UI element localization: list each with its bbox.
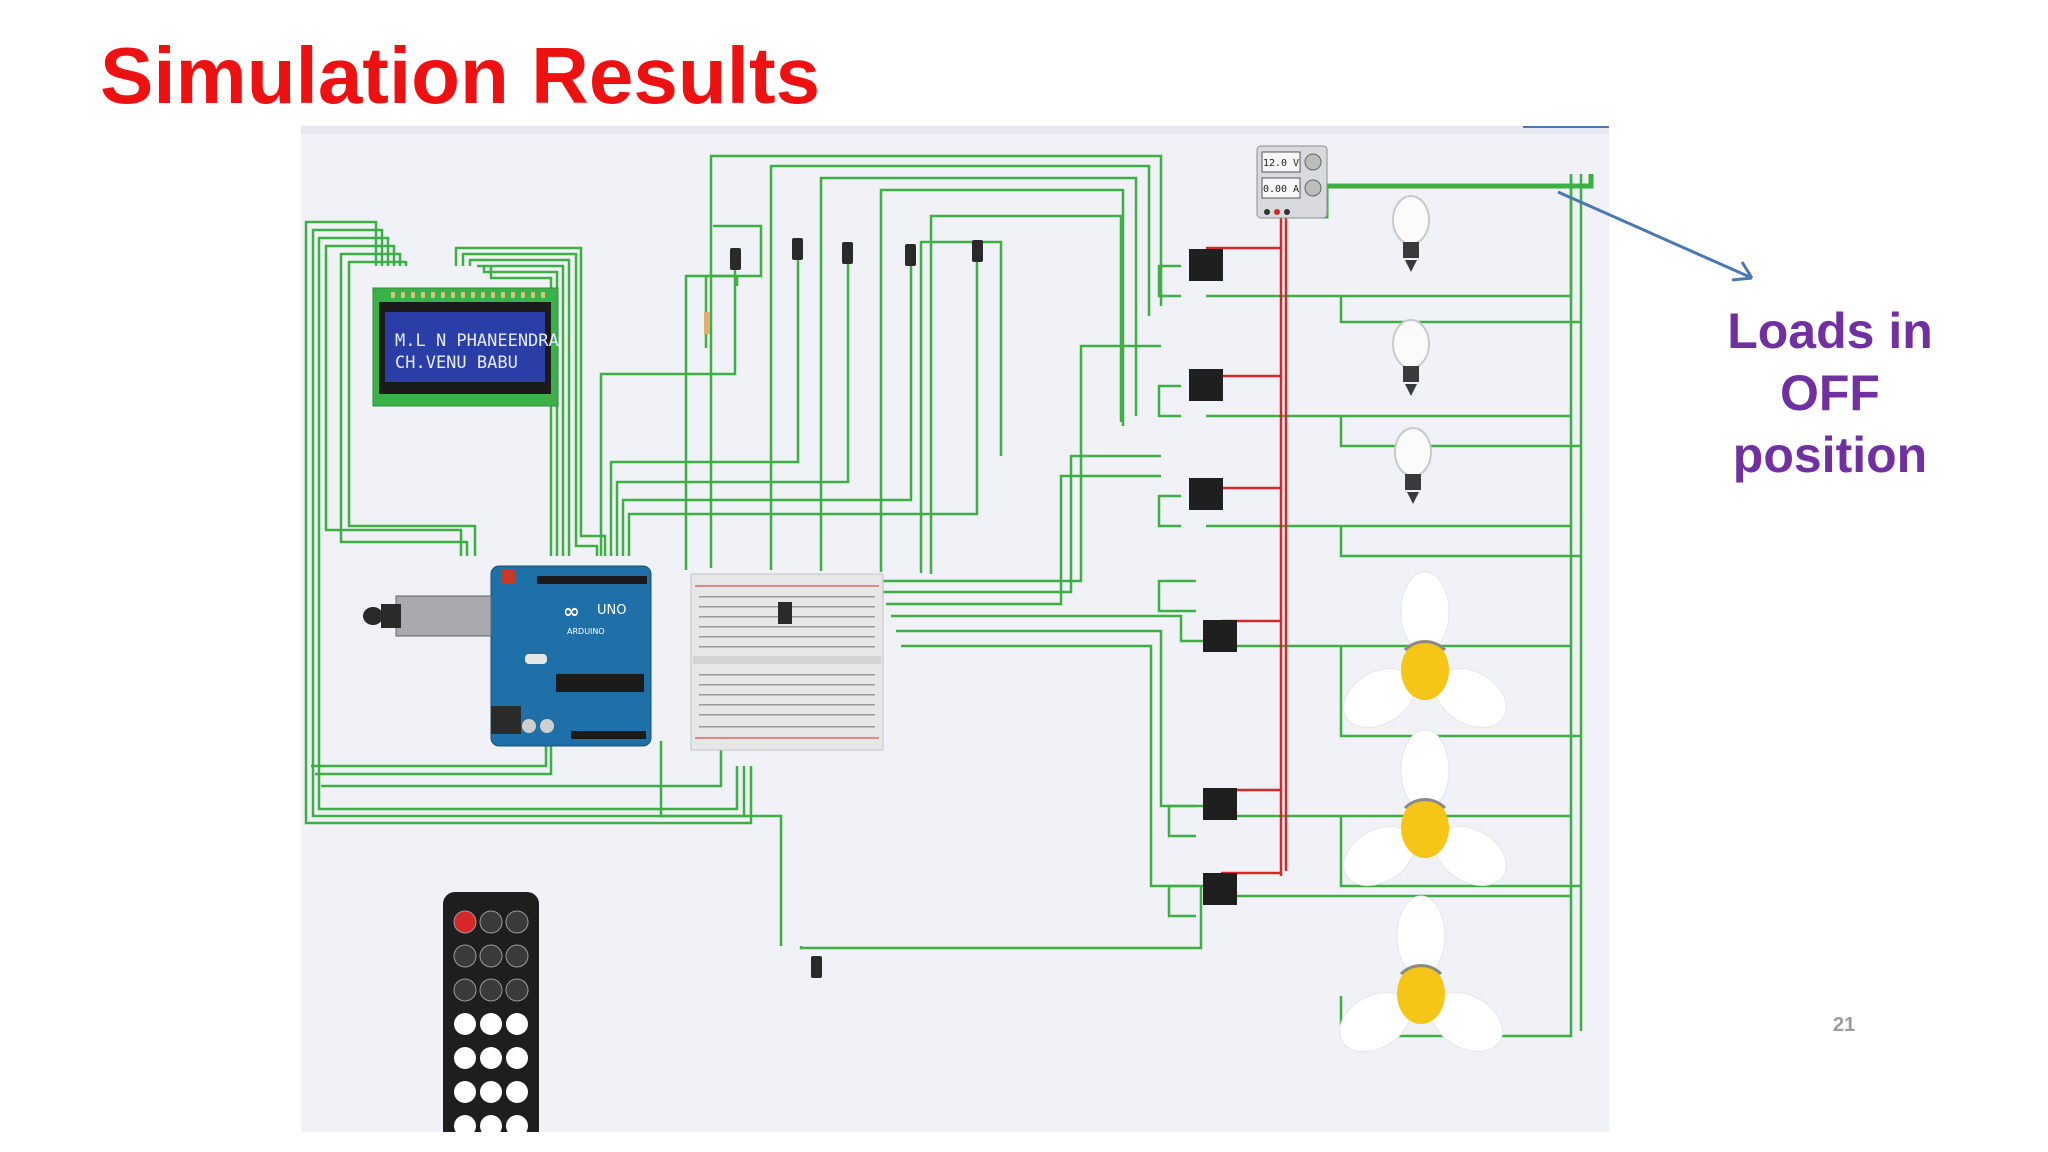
- relay-3: [1189, 478, 1223, 510]
- relay-2: [1189, 369, 1223, 401]
- lcd-line-1: M.L N PHANEENDRA: [395, 331, 559, 351]
- fan-icon-1: [1343, 571, 1507, 728]
- annotation-line-1: Loads in: [1727, 303, 1933, 359]
- circuit-diagram: 12.0 V 0.00 A M.L N PHANEENDRA CH.VENU B…: [301, 126, 1609, 1132]
- slide-title: Simulation Results: [100, 31, 821, 120]
- relay-6: [1203, 873, 1237, 905]
- fan-icon-2: [1343, 729, 1507, 886]
- toolbar-strip: [301, 126, 1609, 134]
- bulb-icon-3: [1394, 427, 1432, 504]
- annotation-arrow-icon: [1557, 190, 1753, 280]
- lcd-display[interactable]: M.L N PHANEENDRA CH.VENU BABU: [372, 287, 559, 407]
- ir-sensor-group[interactable]: [730, 238, 983, 978]
- power-button-icon: [453, 910, 477, 934]
- wire-group-green: [304, 154, 1583, 1038]
- ir-sensor-4: [905, 244, 916, 266]
- arduino-model: UNO: [597, 603, 626, 618]
- relay-5: [1203, 788, 1237, 820]
- bulb-group: [1392, 195, 1432, 504]
- ir-remote[interactable]: [443, 892, 539, 1132]
- page-number: 21: [1833, 1014, 1856, 1036]
- resistor[interactable]: [704, 312, 710, 334]
- arduino-brand: ARDUINO: [567, 627, 605, 636]
- relay-4: [1203, 620, 1237, 652]
- ir-receiver[interactable]: [778, 602, 792, 624]
- circuit-canvas: 12.0 V 0.00 A M.L N PHANEENDRA CH.VENU B…: [301, 126, 1609, 1132]
- current-readout: 0.00 A: [1263, 184, 1299, 195]
- relay-group[interactable]: [1189, 249, 1237, 905]
- voltage-knob-icon[interactable]: [1304, 153, 1322, 171]
- bulb-icon-1: [1392, 195, 1430, 272]
- breadboard[interactable]: [690, 312, 884, 751]
- fan-icon-3: [1339, 895, 1503, 1052]
- power-supply[interactable]: 12.0 V 0.00 A: [1256, 145, 1328, 219]
- annotation-line-3: position: [1732, 427, 1928, 483]
- ir-sensor-6: [811, 956, 822, 978]
- annotation-line-2: OFF: [1780, 365, 1880, 421]
- ir-sensor-5: [972, 240, 983, 262]
- ir-sensor-3: [842, 242, 853, 264]
- annotation-text: Loads in OFF position: [1690, 300, 1970, 486]
- ir-sensor-1: [730, 248, 741, 270]
- lcd-line-2: CH.VENU BABU: [395, 353, 518, 373]
- fan-group: [1339, 571, 1507, 1052]
- current-knob-icon[interactable]: [1304, 179, 1322, 197]
- arduino-logo-icon: ∞: [563, 599, 580, 623]
- relay-1: [1189, 249, 1223, 281]
- ir-sensor-2: [792, 238, 803, 260]
- voltage-readout: 12.0 V: [1263, 158, 1299, 169]
- arduino-board[interactable]: ∞ UNO ARDUINO: [363, 565, 652, 747]
- bulb-icon-2: [1392, 319, 1430, 396]
